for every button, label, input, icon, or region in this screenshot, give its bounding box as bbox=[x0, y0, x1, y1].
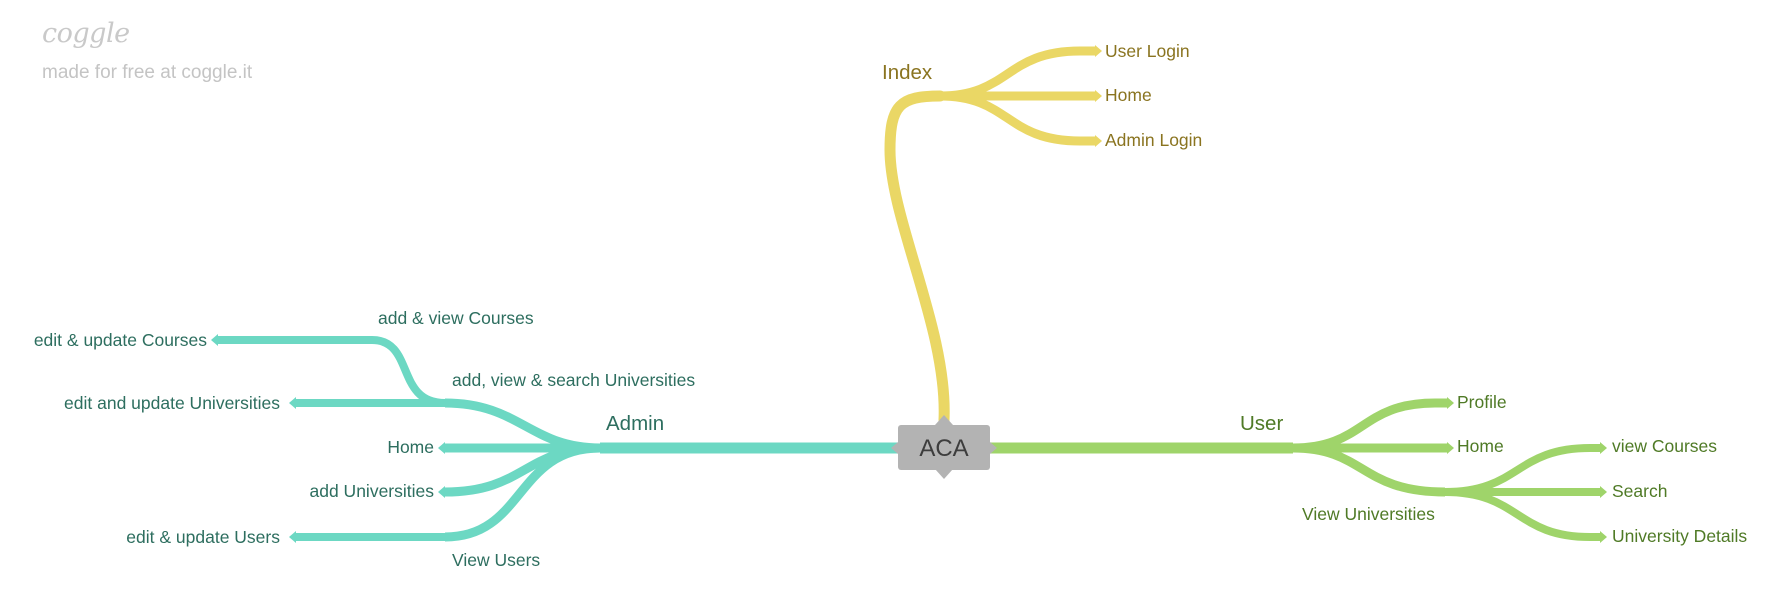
root-label: ACA bbox=[919, 435, 968, 462]
node-admin-add-view-courses[interactable]: add & view Courses bbox=[378, 308, 534, 328]
node-admin-view-users[interactable]: View Users bbox=[452, 550, 540, 570]
branch-index: Index User Login Home Admin Login bbox=[882, 41, 1202, 426]
node-admin-add-universities[interactable]: add Universities bbox=[310, 481, 435, 501]
edge-root-index bbox=[884, 90, 950, 426]
node-edit-update-users[interactable]: edit & update Users bbox=[126, 527, 280, 547]
node-admin[interactable]: Admin bbox=[606, 412, 664, 435]
node-edit-update-courses[interactable]: edit & update Courses bbox=[34, 330, 207, 350]
node-user-home[interactable]: Home bbox=[1457, 436, 1504, 456]
node-index-admin-login[interactable]: Admin Login bbox=[1105, 130, 1202, 150]
node-index-user-login[interactable]: User Login bbox=[1105, 41, 1190, 61]
edge-user-profile bbox=[1292, 398, 1447, 453]
root-node[interactable]: ACA bbox=[891, 415, 997, 479]
edge-user-view-universities bbox=[1292, 443, 1446, 497]
node-user-view-universities[interactable]: View Universities bbox=[1302, 504, 1435, 524]
coggle-watermark-text: made for free at coggle.it bbox=[42, 62, 253, 83]
branch-user: User Profile Home View Universities view… bbox=[990, 392, 1747, 546]
edge-vu-university-details bbox=[1444, 488, 1600, 541]
node-index[interactable]: Index bbox=[882, 61, 933, 84]
edge-universities-add-view-courses bbox=[371, 336, 446, 407]
node-vu-search[interactable]: Search bbox=[1612, 481, 1667, 501]
edge-index-admin-login bbox=[939, 91, 1095, 146]
node-index-home[interactable]: Home bbox=[1105, 85, 1152, 105]
node-user-profile[interactable]: Profile bbox=[1457, 392, 1507, 412]
coggle-logo: coggle bbox=[42, 18, 130, 49]
node-vu-view-courses[interactable]: view Courses bbox=[1612, 436, 1717, 456]
branch-admin: Admin add & view Courses edit & update C… bbox=[34, 308, 898, 570]
node-edit-update-universities[interactable]: edit and update Universities bbox=[64, 393, 280, 413]
edge-index-user-login bbox=[939, 46, 1095, 101]
node-admin-home[interactable]: Home bbox=[387, 437, 434, 457]
edge-admin-view-users bbox=[444, 443, 601, 542]
node-vu-university-details[interactable]: University Details bbox=[1612, 526, 1747, 546]
node-user[interactable]: User bbox=[1240, 412, 1283, 435]
node-admin-add-view-search-universities[interactable]: add, view & search Universities bbox=[452, 370, 695, 390]
edge-admin-add-view-universities bbox=[444, 398, 601, 453]
